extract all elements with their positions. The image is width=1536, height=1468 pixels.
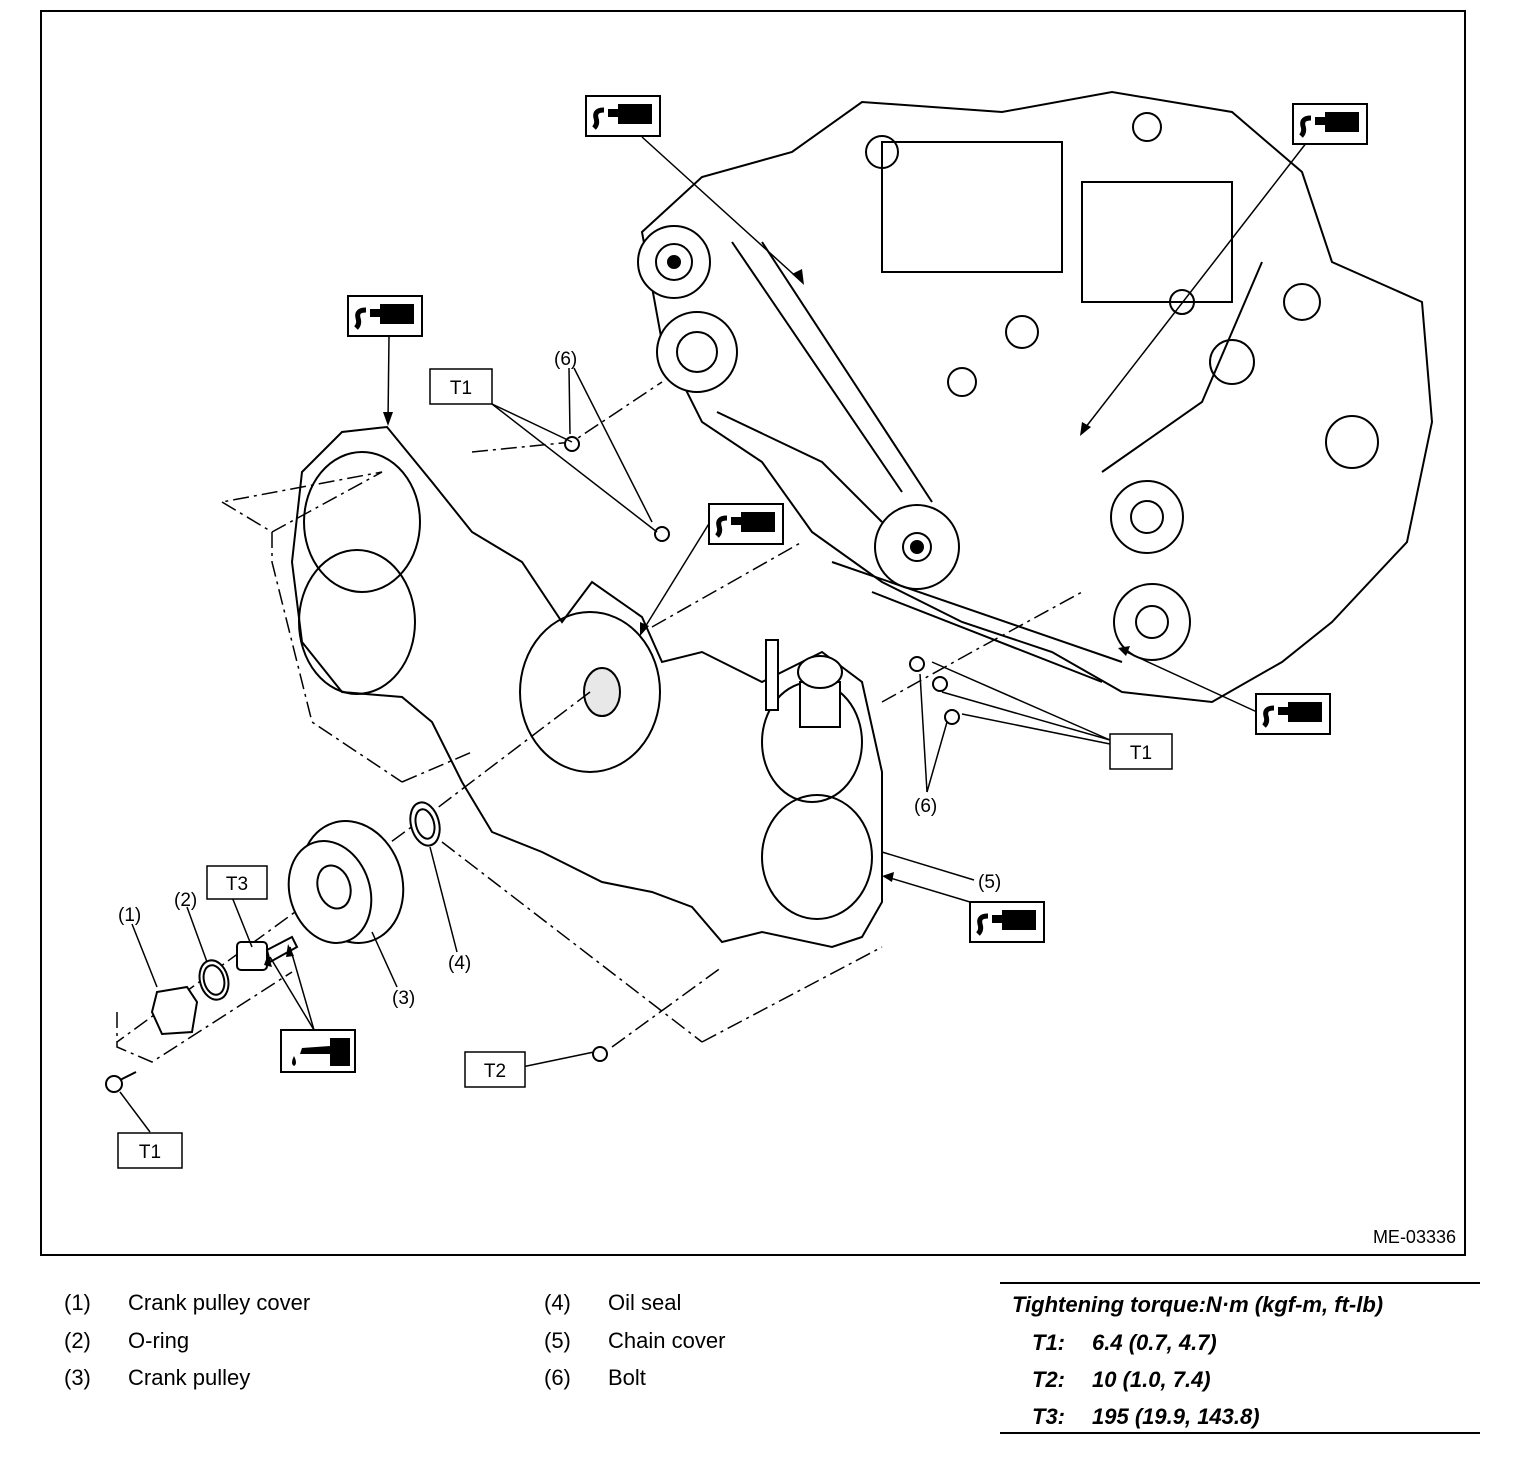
callout-2: (2) xyxy=(174,890,197,911)
legend-label: Crank pulley cover xyxy=(128,1290,311,1315)
legend-label: Oil seal xyxy=(608,1290,682,1315)
legend-number: (3) xyxy=(64,1365,91,1390)
legend-number: (4) xyxy=(544,1290,571,1315)
svg-text:T2: T2 xyxy=(484,1061,506,1082)
engine-block xyxy=(637,90,1434,704)
left-chain-cover xyxy=(290,425,883,949)
torque-box-t1-bottom: T1 xyxy=(117,1132,183,1169)
legend-label: Crank pulley xyxy=(128,1365,251,1390)
torque-key: T3: xyxy=(1032,1404,1065,1429)
svg-text:T3: T3 xyxy=(226,874,248,895)
legend-number: (1) xyxy=(64,1290,91,1315)
crank-pulley-parts xyxy=(105,801,441,1093)
legend-number: (2) xyxy=(64,1328,91,1353)
callout-6-top: (6) xyxy=(554,349,577,370)
torque-value: 10 (1.0, 7.4) xyxy=(1092,1367,1211,1392)
oil-can-icon xyxy=(280,1029,356,1073)
sealant-icon xyxy=(970,902,1044,942)
legend-label: O-ring xyxy=(128,1328,190,1353)
torque-value: 6.4 (0.7, 4.7) xyxy=(1092,1330,1217,1355)
callout-3: (3) xyxy=(392,988,415,1009)
legend-number: (5) xyxy=(544,1328,571,1353)
torque-key: T1: xyxy=(1032,1330,1065,1355)
legend-number: (6) xyxy=(544,1365,571,1390)
torque-value: 195 (19.9, 143.8) xyxy=(1092,1404,1260,1429)
svg-text:T1: T1 xyxy=(1130,743,1152,764)
figure-frame: T1 T1 T1 T2 T3 (1) (2) (3) (4) (5) (6) (… xyxy=(40,10,1466,1256)
exploded-view-diagram: T1 T1 T1 T2 T3 (1) (2) (3) (4) (5) (6) (… xyxy=(105,90,1434,1169)
sealant-icon xyxy=(1256,694,1330,734)
svg-text:T1: T1 xyxy=(139,1142,161,1163)
arrowheads xyxy=(264,269,1130,967)
callout-6-right: (6) xyxy=(914,796,937,817)
torque-box-t3: T3 xyxy=(206,865,268,900)
torque-box-t1-top: T1 xyxy=(429,368,493,405)
legend-label: Bolt xyxy=(608,1365,646,1390)
callout-1: (1) xyxy=(118,905,141,926)
callout-5: (5) xyxy=(978,872,1001,893)
torque-box-t2: T2 xyxy=(464,1051,526,1088)
leader-lines xyxy=(119,136,1308,1133)
figure-id: ME-03336 xyxy=(1372,1227,1456,1247)
sealant-icon xyxy=(586,96,660,136)
sealant-icon xyxy=(1293,104,1367,144)
torque-title: Tightening torque:N·m (kgf-m, ft-lb) xyxy=(1012,1292,1384,1317)
legend-label: Chain cover xyxy=(608,1328,726,1353)
torque-key: T2: xyxy=(1032,1367,1065,1392)
svg-text:T1: T1 xyxy=(450,378,472,399)
callout-4: (4) xyxy=(448,953,471,974)
sealant-icon xyxy=(709,504,783,544)
sealant-icon xyxy=(348,296,422,336)
torque-box-t1-right: T1 xyxy=(1109,733,1173,770)
torque-table: Tightening torque:N·m (kgf-m, ft-lb) T1:… xyxy=(1000,1282,1480,1434)
